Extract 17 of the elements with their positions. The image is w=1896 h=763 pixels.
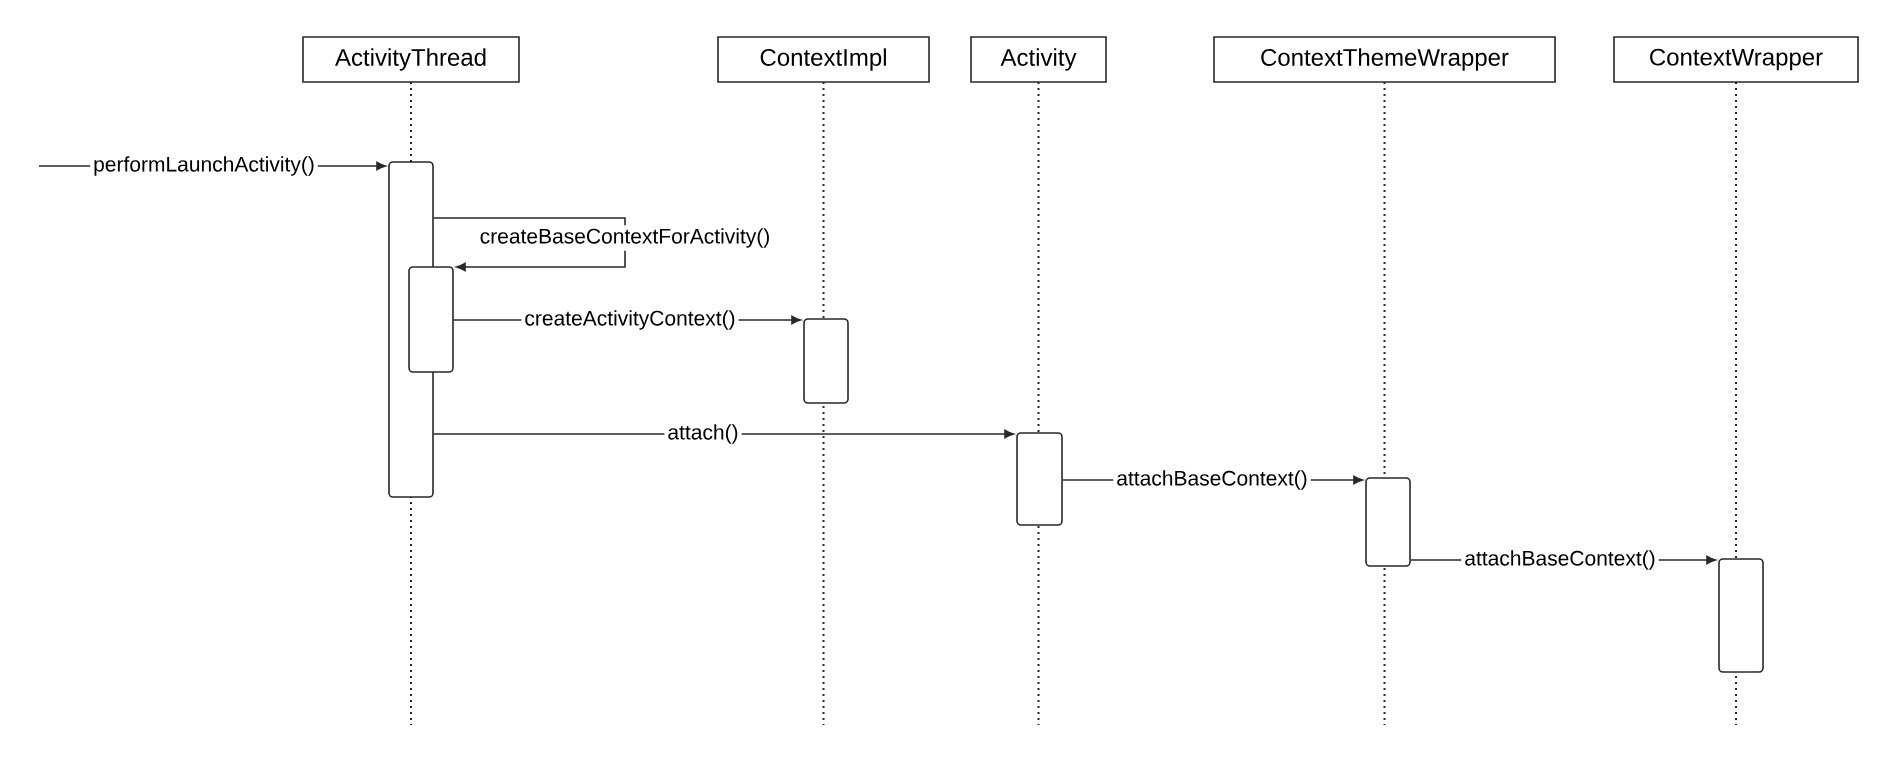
participant-box: ContextWrapper [1613, 36, 1859, 83]
participant-box: ActivityThread [302, 36, 520, 83]
edge-label: attach() [664, 421, 742, 447]
participant-box: ContextImpl [717, 36, 930, 83]
edge-label: createBaseContextForActivity() [476, 225, 774, 251]
activation-bar [1718, 558, 1764, 673]
activation-bar [1016, 432, 1063, 526]
activation-bar [408, 266, 454, 373]
edge-label: performLaunchActivity() [90, 153, 318, 179]
activation-bar [803, 318, 849, 404]
participant-box: ContextThemeWrapper [1213, 36, 1556, 83]
edge-label: createActivityContext() [521, 307, 739, 333]
participant-box: Activity [970, 36, 1107, 83]
edge-label: attachBaseContext() [1113, 467, 1311, 493]
arrow [433, 217, 626, 272]
edge-label: attachBaseContext() [1461, 547, 1659, 573]
activation-bar [1365, 477, 1411, 567]
